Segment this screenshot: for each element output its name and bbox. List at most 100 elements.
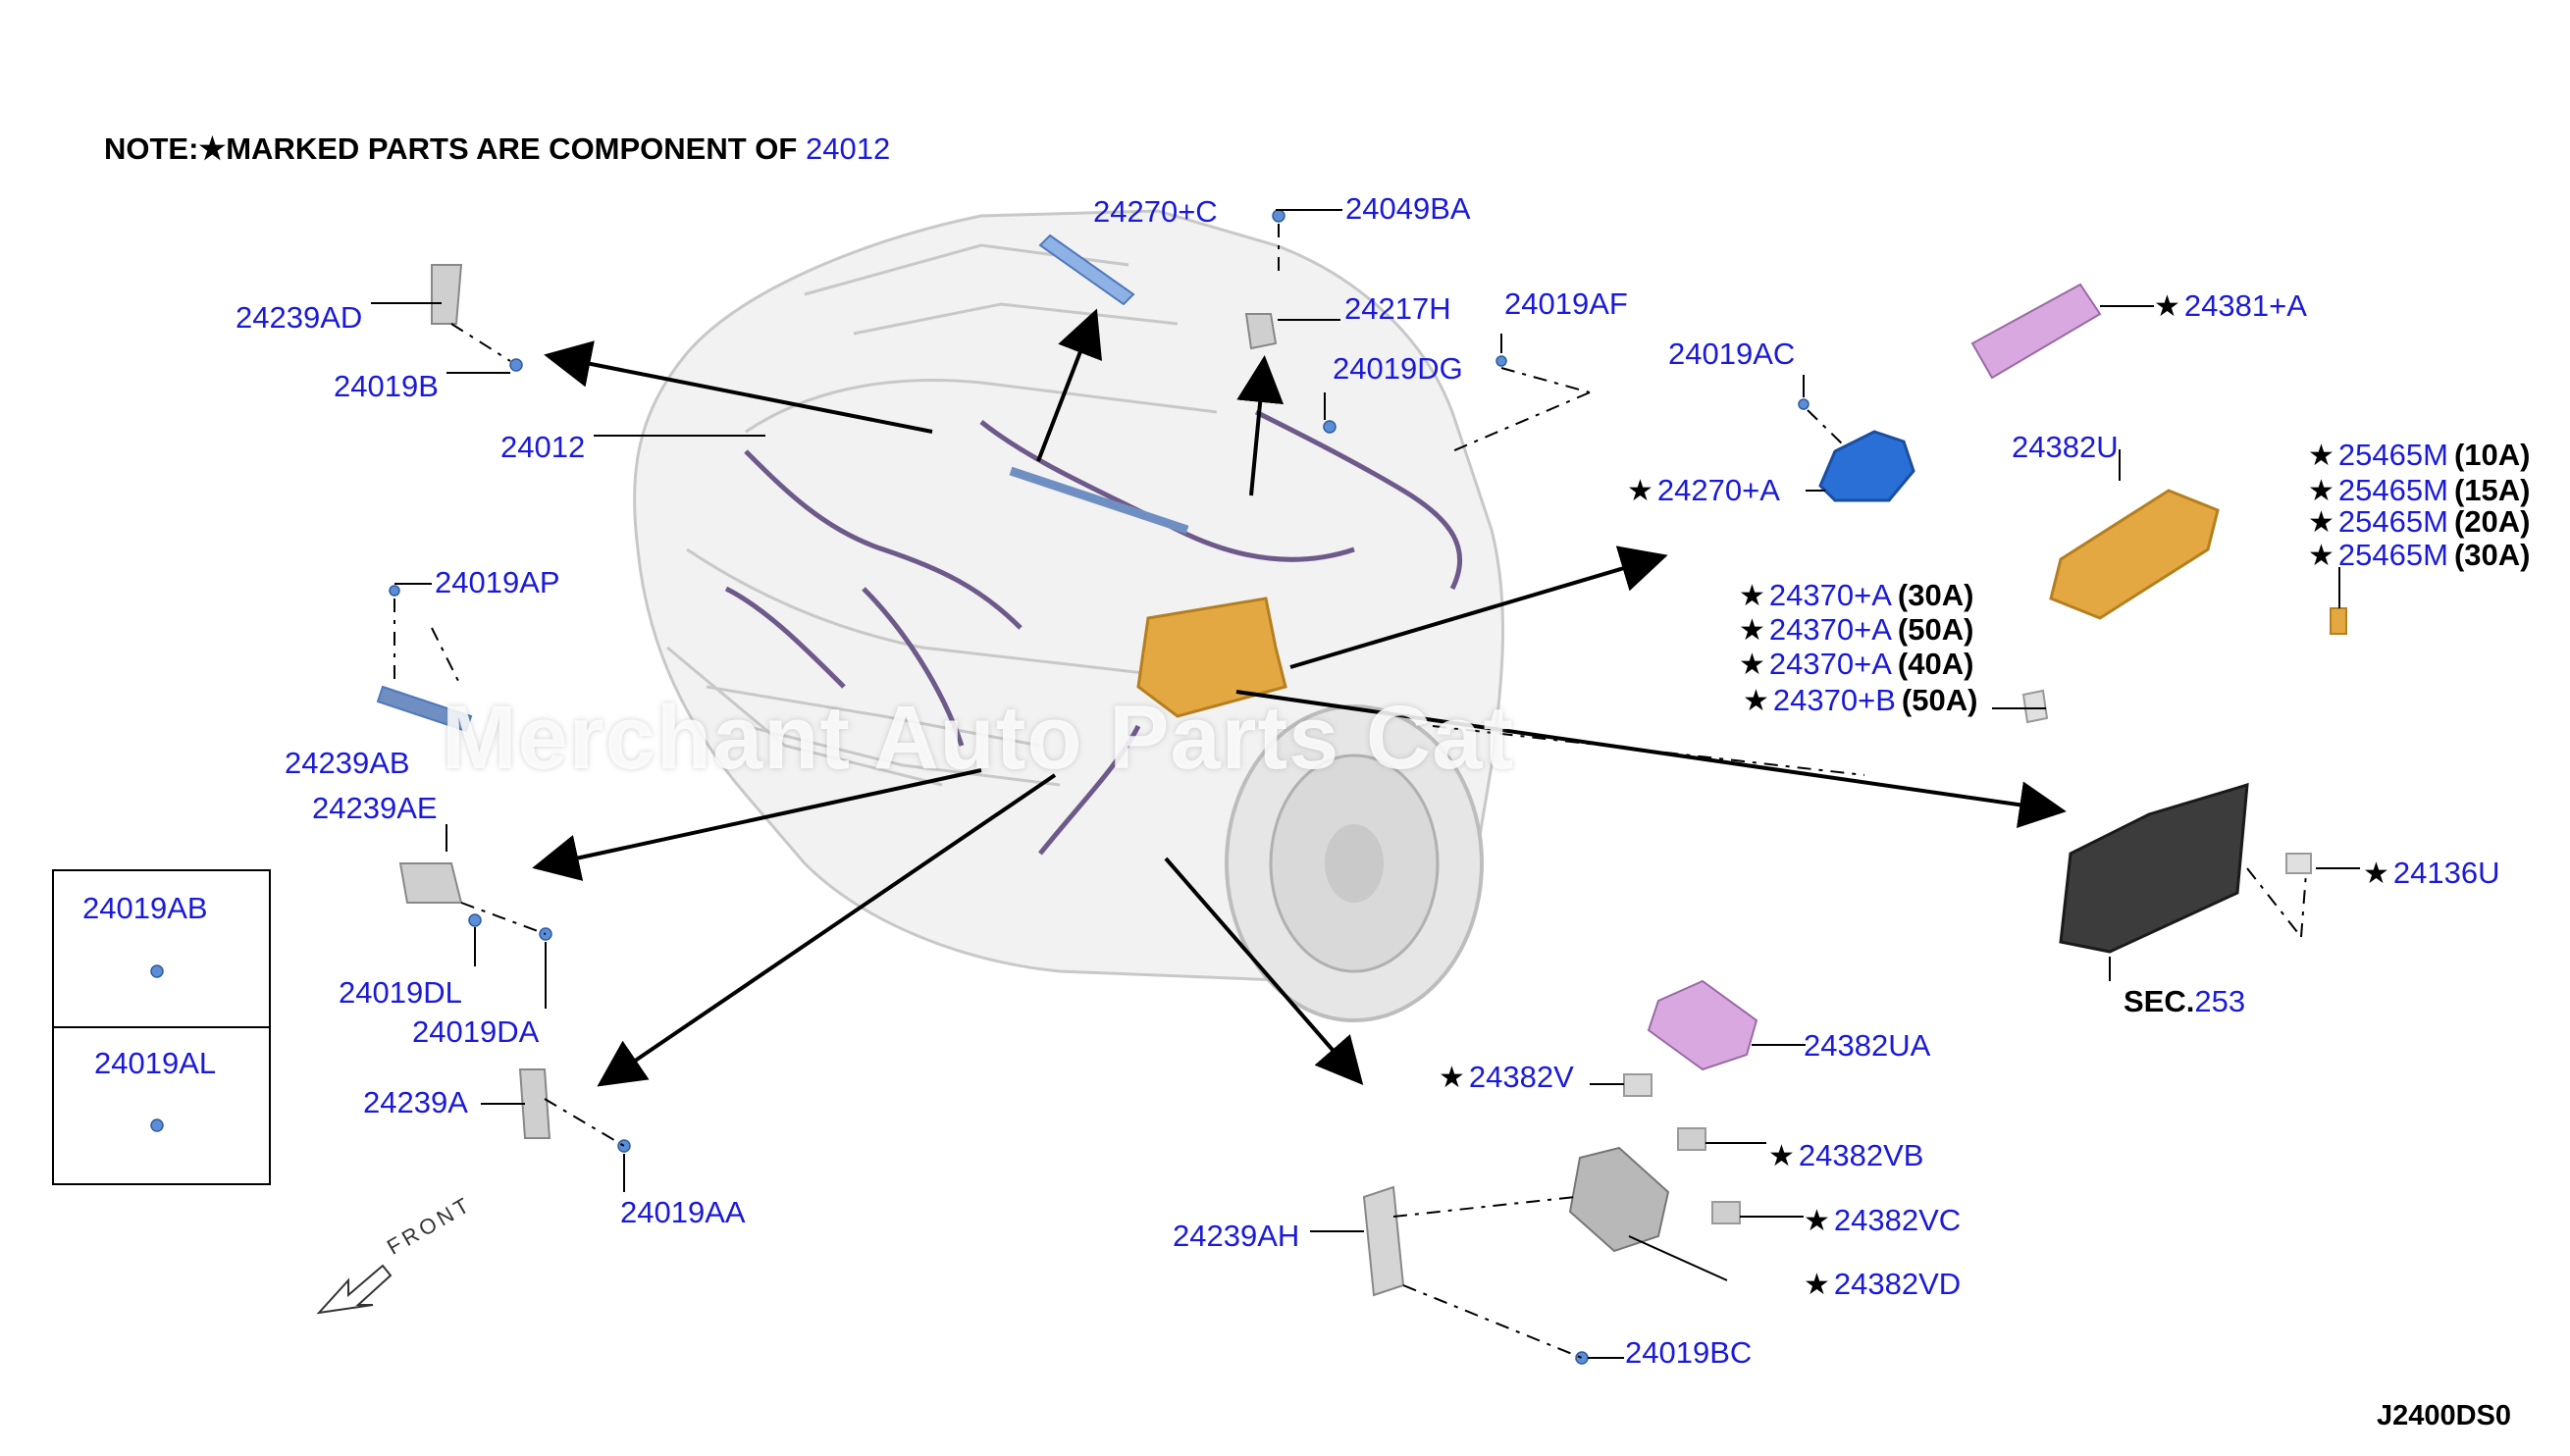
diagram-code: J2400DS0 <box>2376 1400 2511 1431</box>
part-label-24270A[interactable]: ★24270+A <box>1627 475 1780 506</box>
section-number: 253 <box>2194 984 2246 1018</box>
link-amp: (40A) <box>1897 647 1974 681</box>
part-label-text: 24382V <box>1468 1060 1574 1094</box>
part-label-text: 24136U <box>2392 856 2500 890</box>
inset-label-24019AB[interactable]: 24019AB <box>82 891 208 925</box>
part-label-24382V[interactable]: ★24382V <box>1439 1062 1574 1093</box>
watermark: Merchant Auto Parts Cat <box>442 688 1515 788</box>
link-amp: (50A) <box>1897 612 1974 647</box>
part-label-24239AE[interactable]: 24239AE <box>312 791 438 825</box>
inset-label-24019AL[interactable]: 24019AL <box>94 1046 217 1080</box>
dashed-lines <box>393 224 2307 1359</box>
part-label-text: 24382VB <box>1798 1138 1924 1172</box>
part-label-24019AC[interactable]: 24019AC <box>1668 337 1796 371</box>
part-label-24019AP[interactable]: 24019AP <box>435 565 560 599</box>
part-label-24382U[interactable]: 24382U <box>2012 430 2119 464</box>
fusible-link-label-1[interactable]: ★24370+A(30A) <box>1739 580 1973 611</box>
part-label-text: 24382VC <box>1833 1203 1962 1237</box>
part-24382U-cover <box>2049 489 2220 620</box>
star-icon: ★ <box>1768 1140 1795 1172</box>
star-icon: ★ <box>2308 440 2334 472</box>
part-label-24019DA[interactable]: 24019DA <box>412 1014 540 1049</box>
part-label-24382VD[interactable]: ★24382VD <box>1804 1269 1961 1300</box>
part-label-text: 24270+A <box>1656 473 1780 507</box>
part-label-24382VC[interactable]: ★24382VC <box>1804 1205 1961 1236</box>
part-label-24019B[interactable]: 24019B <box>334 369 439 403</box>
fuse-part: 25465M <box>2337 438 2448 472</box>
harness-clip-bar <box>1009 466 1189 535</box>
link-amp: (50A) <box>1901 683 1978 717</box>
part-24239A <box>518 1068 551 1139</box>
link-part: 24370+B <box>1772 683 1896 717</box>
part-24382VC <box>1711 1201 1741 1224</box>
link-part: 24370+A <box>1768 578 1892 612</box>
star-icon: ★ <box>1439 1062 1465 1094</box>
part-label-24012[interactable]: 24012 <box>500 430 586 464</box>
star-icon: ★ <box>1804 1269 1830 1301</box>
fuse-label-10A[interactable]: ★25465M(10A) <box>2308 440 2530 471</box>
fuse-amp: (15A) <box>2453 473 2531 507</box>
part-24382VD <box>1568 1146 1670 1253</box>
part-label-24217H[interactable]: 24217H <box>1344 291 1451 326</box>
part-label-24239A[interactable]: 24239A <box>363 1085 468 1119</box>
wheel <box>1225 704 1484 1022</box>
battery-tray <box>2059 782 2249 954</box>
link-part: 24370+A <box>1768 647 1892 681</box>
note-line: NOTE:★MARKED PARTS ARE COMPONENT OF 2401… <box>104 131 890 167</box>
part-label-24382VB[interactable]: ★24382VB <box>1768 1140 1923 1171</box>
part-label-24239AB[interactable]: 24239AB <box>285 746 410 780</box>
part-label-24049BA[interactable]: 24049BA <box>1345 191 1471 226</box>
part-24239AH <box>1362 1185 1405 1297</box>
engine-fuse-box <box>1136 597 1287 718</box>
star-icon: ★ <box>1739 614 1765 647</box>
star-icon: ★ <box>2154 290 2180 323</box>
part-24239AB <box>376 685 473 733</box>
part-24136U <box>2285 853 2312 874</box>
fuse-amp: (30A) <box>2453 538 2531 572</box>
part-24270C-bar <box>1038 234 1135 306</box>
note-star: ★ <box>198 131 227 166</box>
part-label-24019DL[interactable]: 24019DL <box>339 975 462 1010</box>
part-label-24019AF[interactable]: 24019AF <box>1504 286 1628 321</box>
fastener-dots <box>150 209 1809 1365</box>
fusible-link-label-2[interactable]: ★24370+A(50A) <box>1739 614 1973 646</box>
part-24382UA <box>1647 979 1758 1071</box>
pointer-arrows <box>532 308 2067 1087</box>
star-icon: ★ <box>1804 1205 1830 1237</box>
star-icon: ★ <box>2308 475 2334 507</box>
part-label-24239AD[interactable]: 24239AD <box>236 300 363 335</box>
part-24217H <box>1244 313 1278 350</box>
note-prefix: NOTE: <box>104 131 199 166</box>
part-label-24270C[interactable]: 24270+C <box>1093 194 1218 229</box>
star-icon: ★ <box>1627 475 1653 507</box>
star-icon: ★ <box>2308 506 2334 539</box>
part-25465M-fuse <box>2330 607 2347 635</box>
fusible-link-label-3[interactable]: ★24370+A(40A) <box>1739 649 1973 680</box>
star-icon: ★ <box>2363 858 2389 890</box>
note-ref-link[interactable]: 24012 <box>805 131 891 166</box>
part-24370-link <box>2021 689 2049 724</box>
star-icon: ★ <box>2308 540 2334 572</box>
front-arrow-icon <box>316 1264 393 1315</box>
star-icon: ★ <box>1739 649 1765 681</box>
fusible-link-label-4[interactable]: ★24370+B(50A) <box>1743 685 1977 716</box>
fuse-label-20A[interactable]: ★25465M(20A) <box>2308 506 2530 538</box>
part-label-24136U[interactable]: ★24136U <box>2363 858 2500 889</box>
part-label-24381A[interactable]: ★24381+A <box>2154 290 2307 322</box>
fuse-part: 25465M <box>2337 504 2448 539</box>
section-ref[interactable]: SEC.253 <box>2124 984 2245 1019</box>
fuse-part: 25465M <box>2337 538 2448 572</box>
part-24239AD <box>431 264 463 325</box>
fuse-amp: (20A) <box>2453 504 2531 539</box>
part-label-24019AA[interactable]: 24019AA <box>620 1195 746 1229</box>
star-icon: ★ <box>1743 685 1769 717</box>
part-label-24382UA[interactable]: 24382UA <box>1804 1028 1931 1063</box>
fuse-label-30A[interactable]: ★25465M(30A) <box>2308 540 2530 571</box>
fuse-label-15A[interactable]: ★25465M(15A) <box>2308 475 2530 506</box>
note-text: MARKED PARTS ARE COMPONENT OF <box>226 131 798 166</box>
part-label-24019DG[interactable]: 24019DG <box>1333 351 1463 386</box>
part-24382VB <box>1677 1127 1706 1151</box>
leader-lines <box>371 209 2360 1359</box>
part-label-24239AH[interactable]: 24239AH <box>1173 1219 1300 1253</box>
part-label-24019BC[interactable]: 24019BC <box>1625 1335 1753 1370</box>
